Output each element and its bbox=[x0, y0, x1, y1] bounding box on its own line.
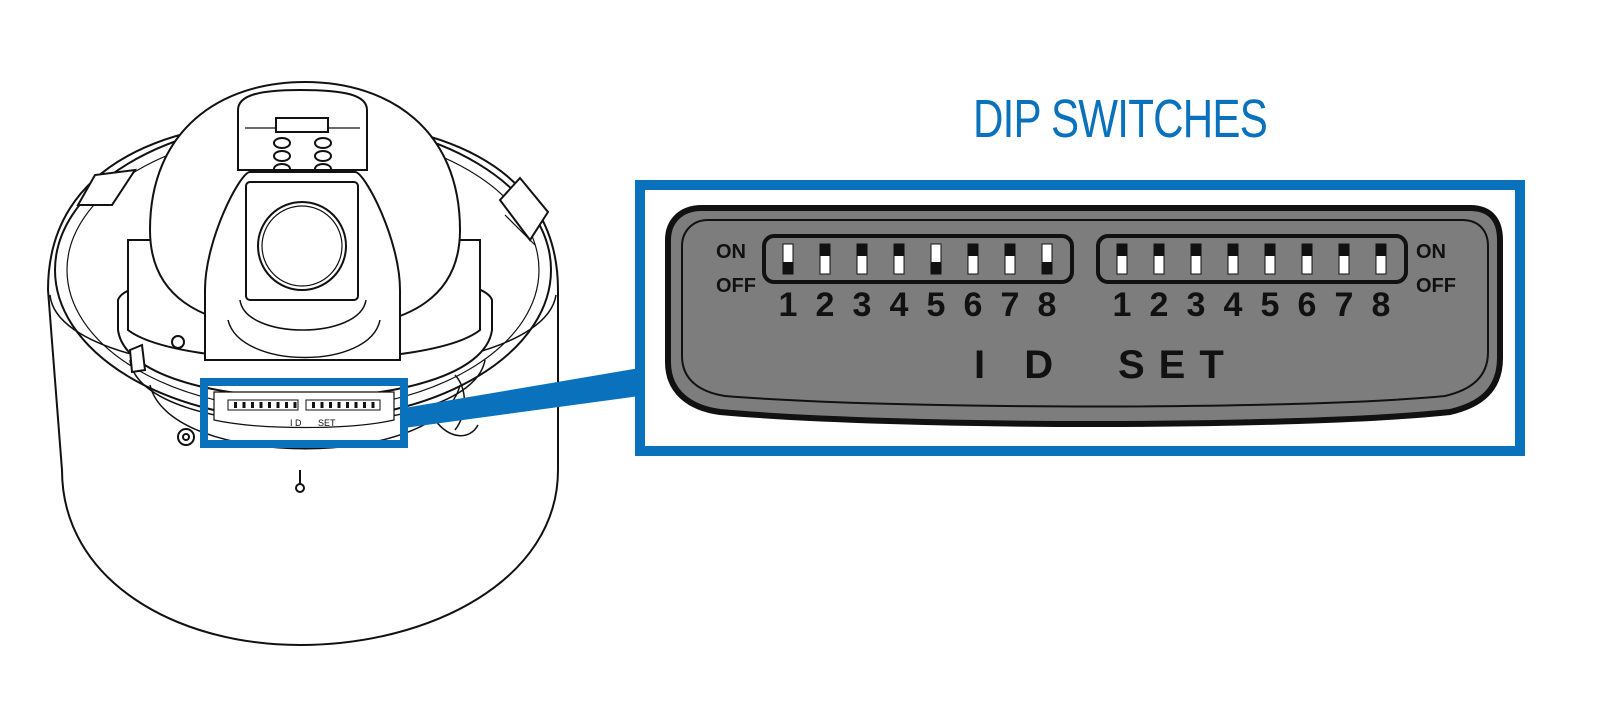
dip-bank-1 bbox=[762, 234, 1074, 284]
switch-number: 7 bbox=[1001, 286, 1020, 324]
off-label-right: OFF bbox=[1416, 275, 1456, 297]
dip-switch-knob bbox=[1228, 244, 1238, 256]
switch-number: 6 bbox=[1298, 286, 1317, 324]
dip-switch-knob bbox=[1154, 244, 1164, 256]
diagram-title: DIP SWITCHES bbox=[972, 89, 1268, 149]
dip-bank-2 bbox=[1096, 234, 1408, 284]
dip-switch-knob bbox=[1339, 244, 1349, 256]
dip-switch-knob bbox=[1191, 244, 1201, 256]
off-label-left: OFF bbox=[716, 275, 756, 297]
switch-number: 8 bbox=[1038, 286, 1057, 324]
set-label: SET bbox=[1118, 343, 1238, 387]
switch-number: 3 bbox=[853, 286, 872, 324]
dip-switch-knob bbox=[857, 244, 867, 256]
dip-switch-knob bbox=[1376, 244, 1386, 256]
dip-switch-knob bbox=[1302, 244, 1312, 256]
switch-number: 1 bbox=[779, 286, 798, 324]
dip-switch-knob bbox=[894, 244, 904, 256]
dome-camera-icon: I D SET bbox=[46, 80, 559, 647]
dip-switch-knob bbox=[1117, 244, 1127, 256]
switch-number: 3 bbox=[1187, 286, 1206, 324]
dip-switch-knob bbox=[820, 244, 830, 256]
switch-number: 8 bbox=[1372, 286, 1391, 324]
on-label-left: ON bbox=[716, 241, 746, 263]
dip-switch-knob bbox=[783, 262, 793, 274]
dip-switch-knob bbox=[1265, 244, 1275, 256]
id-label: I D bbox=[974, 343, 1067, 387]
switch-number: 5 bbox=[1261, 286, 1280, 324]
switch-number: 6 bbox=[964, 286, 983, 324]
switch-number: 5 bbox=[927, 286, 946, 324]
on-label-right: ON bbox=[1416, 241, 1446, 263]
dip-switch-knob bbox=[968, 244, 978, 256]
switch-number: 7 bbox=[1335, 286, 1354, 324]
dip-switch-knob bbox=[931, 262, 941, 274]
switch-number: 4 bbox=[890, 286, 909, 324]
dip-switch-knob bbox=[1005, 244, 1015, 256]
dip-switch-knob bbox=[1042, 262, 1052, 274]
switch-number: 2 bbox=[816, 286, 835, 324]
switch-number: 2 bbox=[1150, 286, 1169, 324]
switch-number: 1 bbox=[1113, 286, 1132, 324]
switch-number: 4 bbox=[1224, 286, 1243, 324]
switch-panel bbox=[665, 205, 1503, 427]
